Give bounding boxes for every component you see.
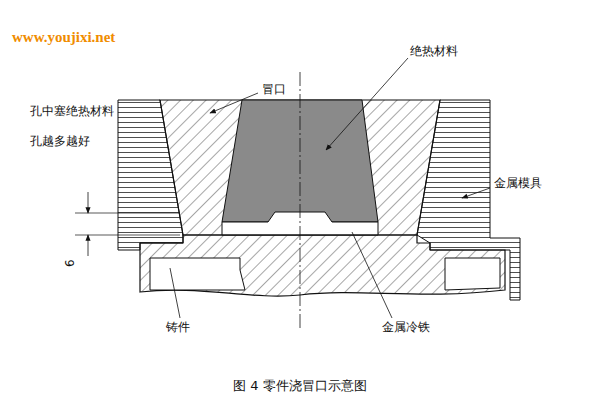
part-label: 金属模具 bbox=[494, 176, 542, 190]
leader-line bbox=[170, 268, 180, 318]
mold-insert-left bbox=[150, 258, 245, 290]
extension-line bbox=[75, 235, 180, 236]
leader-line bbox=[326, 58, 408, 150]
leader-line bbox=[352, 232, 392, 318]
leader-line bbox=[210, 93, 258, 113]
leader-line bbox=[462, 188, 490, 198]
note-label: 孔中塞绝热材料 bbox=[30, 104, 114, 118]
mold-insert-right bbox=[445, 258, 500, 290]
part-label: 金属冷铁 bbox=[382, 320, 430, 334]
figure-caption: 图 4 零件浇冒口示意图 bbox=[233, 378, 367, 394]
part-label: 铸件 bbox=[166, 320, 190, 334]
extension-line bbox=[75, 213, 180, 214]
part-label: 冒口 bbox=[262, 82, 286, 96]
material-label: 绝热材料 bbox=[410, 44, 458, 58]
watermark: www.youjixi.net bbox=[12, 28, 115, 46]
dimension-arrow bbox=[88, 192, 89, 213]
dimension-value: 6 bbox=[63, 259, 77, 267]
center-line bbox=[300, 72, 301, 330]
dimension-arrow bbox=[88, 235, 89, 256]
note-label: 孔越多越好 bbox=[30, 134, 90, 148]
casting bbox=[140, 235, 505, 296]
